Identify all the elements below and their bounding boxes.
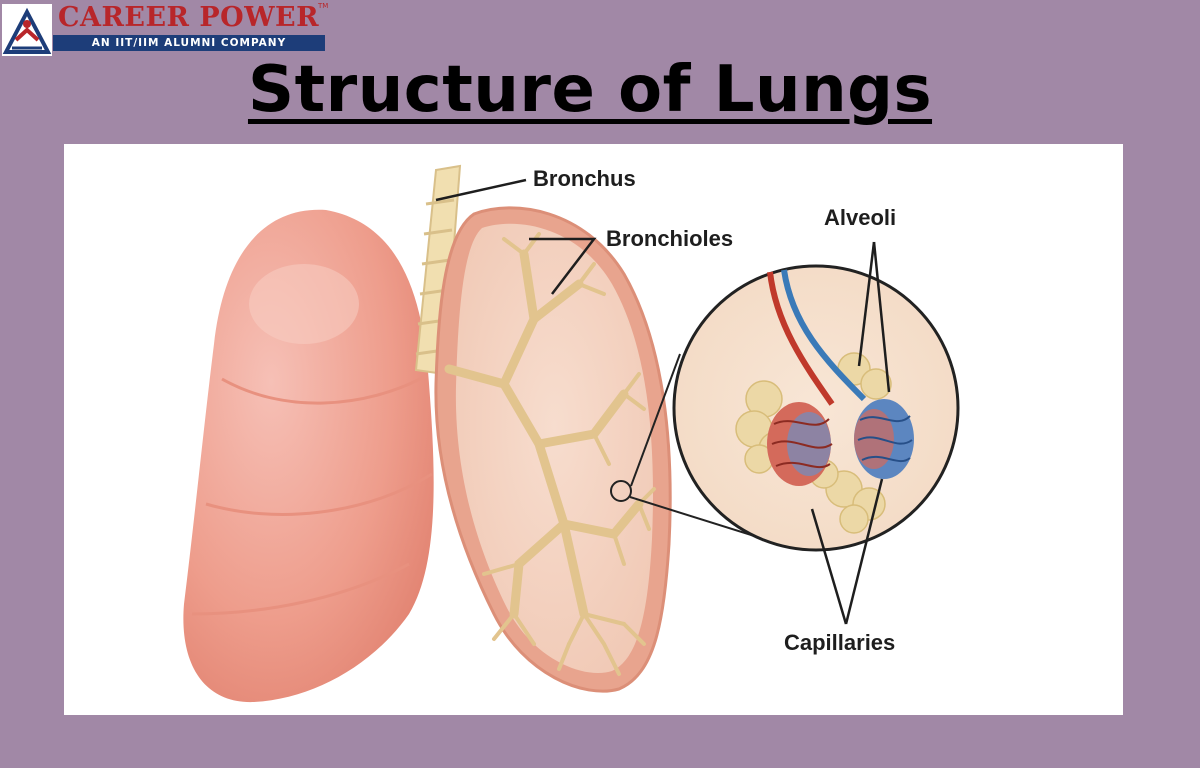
bronchus-label: Bronchus <box>533 166 636 192</box>
logo-brand-name: CAREER POWER <box>58 2 319 33</box>
alveoli-label: Alveoli <box>824 205 896 231</box>
career-power-logo-icon <box>2 4 52 56</box>
left-lung <box>183 210 433 702</box>
capillary-cluster-right <box>854 399 914 479</box>
alveoli-magnified-view <box>674 266 958 550</box>
page-title: Structure of Lungs <box>190 52 990 129</box>
right-lung-section <box>436 208 670 691</box>
bronchioles-label: Bronchioles <box>606 226 733 252</box>
logo-trademark: TM <box>318 2 328 10</box>
diagram-panel: Bronchus Bronchioles Alveoli Capillaries <box>64 144 1123 715</box>
capillaries-label: Capillaries <box>784 630 895 656</box>
logo-tagline: AN IIT/IIM ALUMNI COMPANY <box>53 35 325 51</box>
career-power-logo: CAREER POWER TM AN IIT/IIM ALUMNI COMPAN… <box>0 0 330 60</box>
lung-diagram <box>64 144 1123 715</box>
